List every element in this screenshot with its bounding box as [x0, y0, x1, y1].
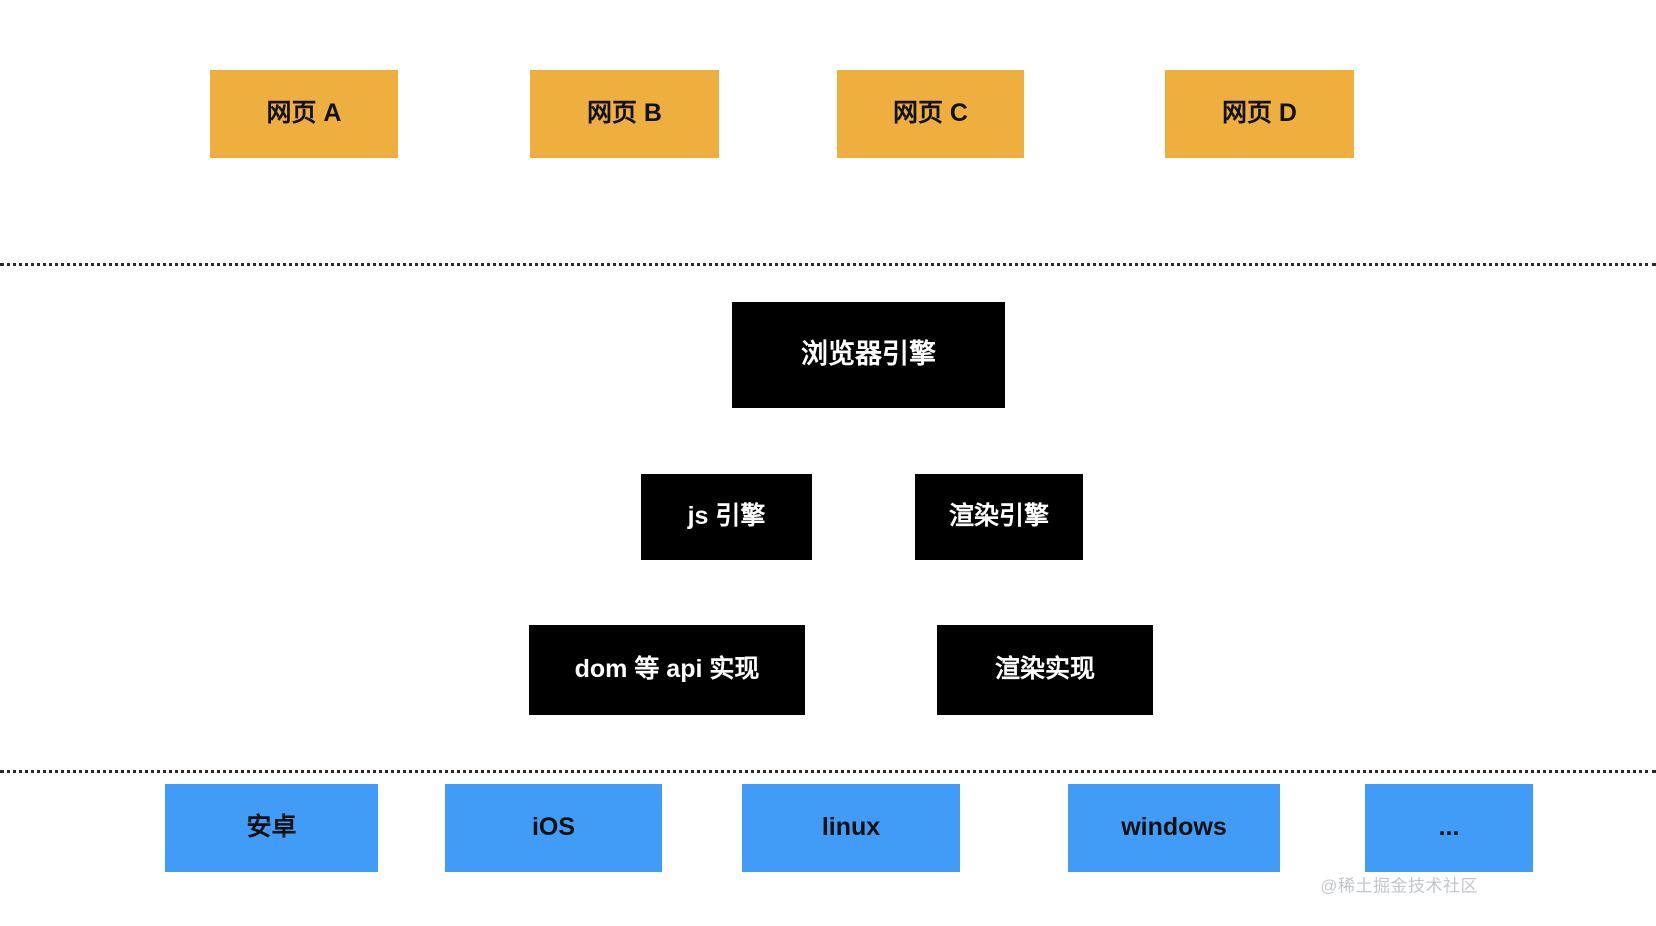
engine-box-label: 浏览器引擎 [801, 339, 936, 370]
os-box-linux[interactable]: linux [742, 784, 960, 872]
divider-engine-os [0, 770, 1656, 773]
page-box-网页-c[interactable]: 网页 C [837, 70, 1024, 158]
os-box-ios[interactable]: iOS [445, 784, 662, 872]
os-box-label: windows [1121, 813, 1227, 842]
engine-box-js-引擎[interactable]: js 引擎 [641, 474, 812, 560]
engine-box-label: 渲染引擎 [948, 502, 1049, 531]
engine-box-dom-等-api-实现[interactable]: dom 等 api 实现 [529, 625, 805, 715]
engine-box-渲染实现[interactable]: 渲染实现 [937, 625, 1153, 715]
engine-box-label: js 引擎 [687, 502, 766, 531]
page-box-label: 网页 B [586, 99, 662, 128]
os-box-node[interactable]: ... [1365, 784, 1533, 872]
os-box-label: iOS [531, 813, 576, 842]
engine-box-label: dom 等 api 实现 [574, 655, 760, 684]
page-box-网页-b[interactable]: 网页 B [530, 70, 719, 158]
page-box-网页-a[interactable]: 网页 A [210, 70, 398, 158]
page-box-label: 网页 C [892, 99, 968, 128]
page-box-网页-d[interactable]: 网页 D [1165, 70, 1354, 158]
engine-box-浏览器引擎[interactable]: 浏览器引擎 [732, 302, 1005, 408]
os-box-安卓[interactable]: 安卓 [165, 784, 378, 872]
page-box-label: 网页 A [266, 99, 342, 128]
os-box-label: linux [821, 813, 881, 842]
os-box-label: 安卓 [246, 813, 297, 842]
divider-pages-engine [0, 263, 1656, 266]
watermark-label: @稀土掘金技术社区 [1320, 876, 1478, 896]
engine-box-渲染引擎[interactable]: 渲染引擎 [915, 474, 1083, 560]
os-box-label: ... [1438, 813, 1460, 842]
os-box-windows[interactable]: windows [1068, 784, 1280, 872]
engine-box-label: 渲染实现 [994, 655, 1095, 684]
page-box-label: 网页 D [1221, 99, 1297, 128]
